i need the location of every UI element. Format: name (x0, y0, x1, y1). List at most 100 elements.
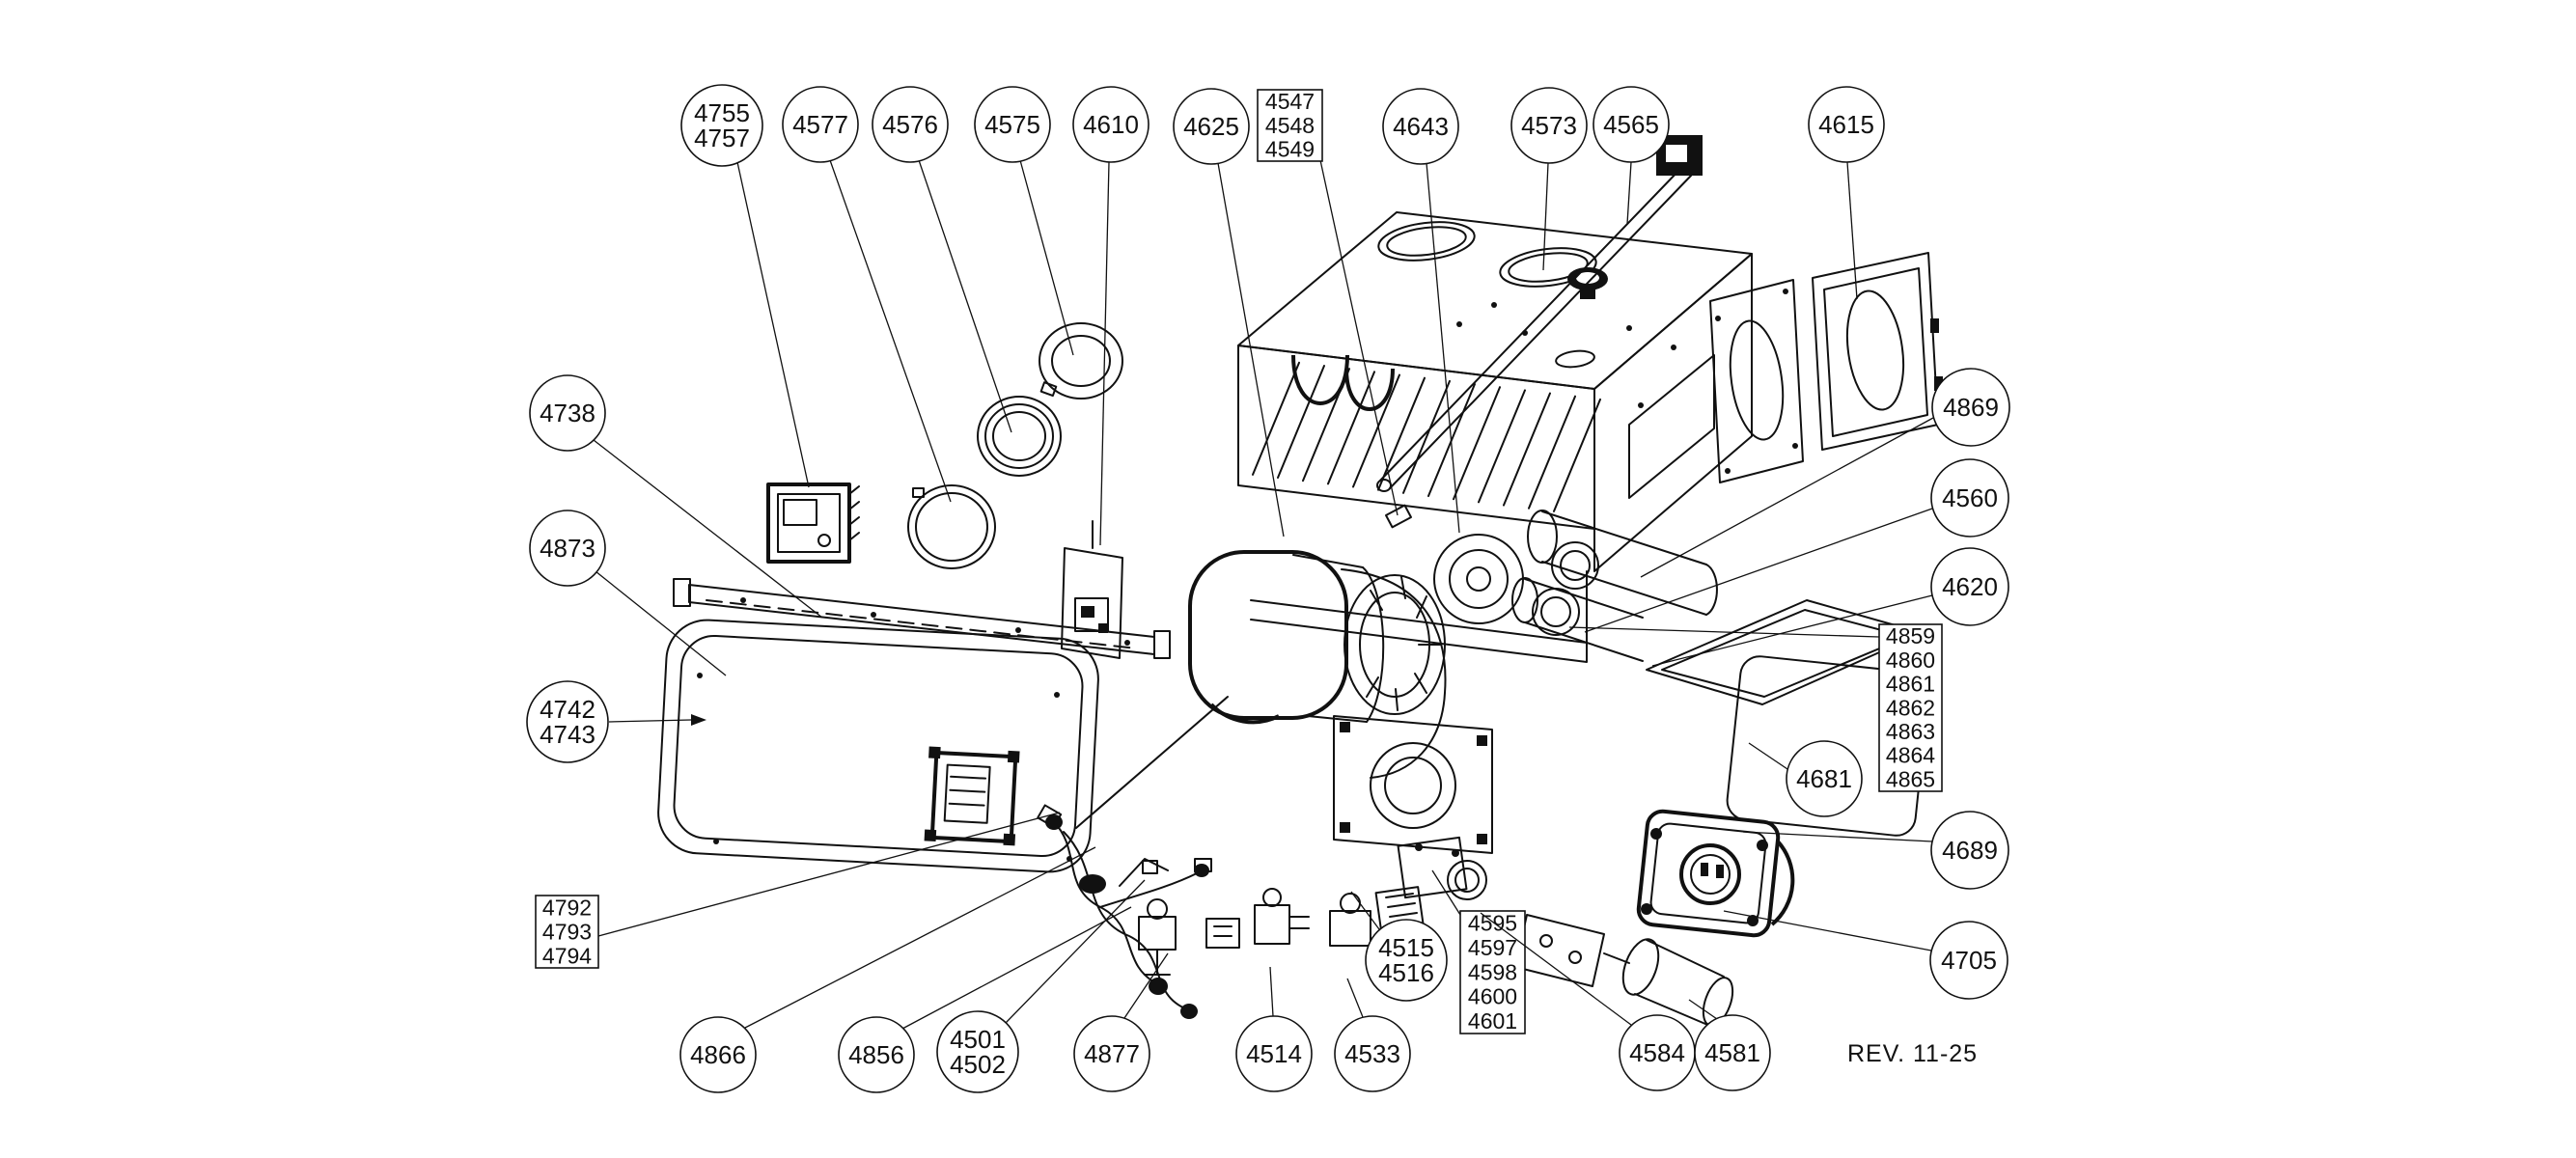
balloon-number: 4755 (694, 98, 750, 127)
balloon-circle (1173, 88, 1250, 165)
balloon-number: 4705 (1941, 946, 1997, 975)
balloon-number: 4625 (1183, 112, 1239, 141)
balloon-number: 4565 (1603, 110, 1659, 139)
blower-assembly (1333, 504, 1524, 854)
balloon-number: 4615 (1818, 110, 1874, 139)
balloon-number: 4793 (542, 919, 592, 944)
machine-artwork (657, 135, 1943, 1028)
igniter (1385, 504, 1412, 529)
balloon-number: 4859 (1886, 623, 1935, 648)
balloon-number: 4610 (1083, 110, 1139, 139)
louver-grille (1252, 361, 1601, 512)
leader-line (1688, 999, 1718, 1020)
leader-line (1568, 626, 1880, 638)
callout-4689: 4689 (1742, 811, 2009, 890)
callout-4575: 4575 (974, 86, 1074, 356)
door-arrow (691, 714, 706, 726)
balloon-number: 4548 (1265, 113, 1315, 138)
callout-4620: 4620 (1651, 547, 2009, 667)
handle-rod (1376, 135, 1703, 492)
leader-line (1651, 594, 1933, 667)
leader-line (1584, 508, 1933, 633)
door-rings (907, 322, 1123, 569)
balloon-circle (1073, 1015, 1150, 1092)
balloon-circle (1694, 1014, 1771, 1091)
balloon-circle (1382, 88, 1459, 165)
balloon-circle (782, 86, 859, 163)
balloon-circle (680, 84, 763, 167)
balloon-number: 4549 (1265, 136, 1315, 161)
leader-line (901, 906, 1132, 1030)
balloon-circle (1808, 86, 1885, 163)
balloon-circle (872, 86, 949, 163)
callout-4643: 4643 (1382, 88, 1460, 534)
balloon-circle (838, 1016, 915, 1093)
leader-line (1640, 417, 1934, 578)
balloon-circle (679, 1016, 757, 1093)
leader-line (1742, 831, 1933, 842)
balloon-number: 4502 (950, 1050, 1006, 1079)
rear-door-assembly (1709, 252, 1943, 483)
exchanger-tubes (1511, 510, 1718, 662)
balloon-number: 4560 (1942, 483, 1998, 512)
balloon-number: 4573 (1521, 111, 1577, 140)
junction-plate (1061, 520, 1123, 659)
cabinet-drawing (1237, 135, 1753, 663)
balloon-number: 4864 (1886, 743, 1935, 768)
leader-line (1217, 162, 1285, 538)
balloon-number: 4601 (1468, 1008, 1517, 1034)
front-door-assembly (657, 578, 1171, 873)
balloon-number: 4873 (540, 534, 596, 563)
callout-4573: 4573 (1510, 87, 1588, 271)
balloon-number: 4681 (1796, 764, 1852, 793)
balloon-number: 4595 (1468, 911, 1517, 936)
balloon-box (1878, 623, 1943, 792)
balloon-number: 4742 (540, 695, 596, 724)
leader-line (1542, 162, 1549, 271)
balloon-number: 4598 (1468, 959, 1517, 984)
callout-4610: 4610 (1072, 86, 1150, 546)
callout-4533: 4533 (1334, 978, 1411, 1092)
balloon-circle (1334, 1015, 1411, 1092)
leader-line (1019, 159, 1074, 356)
leader-line (829, 159, 952, 503)
callout-4615: 4615 (1808, 86, 1885, 300)
leader-line (1431, 869, 1461, 916)
balloon-number: 4581 (1704, 1038, 1760, 1067)
leader-line (1723, 910, 1932, 951)
balloon-number: 4861 (1886, 672, 1935, 697)
balloon-circle (1930, 458, 2009, 538)
balloon-number: 4865 (1886, 766, 1935, 791)
leader-line (1005, 879, 1146, 1024)
balloon-number: 4533 (1344, 1039, 1400, 1068)
callout-4565: 4565 (1593, 86, 1670, 225)
balloon-circle (1365, 919, 1448, 1002)
balloon-circle (974, 86, 1051, 163)
pump-assembly (1374, 836, 1487, 930)
combustion-drum (1188, 550, 1385, 725)
leader-line (595, 570, 727, 676)
balloon-number: 4860 (1886, 648, 1935, 673)
balloon-circle (529, 374, 606, 452)
leader-line (608, 719, 692, 723)
callout-4581: 4581 (1688, 999, 1771, 1091)
balloon-circle (1930, 811, 2009, 890)
balloon-number: 4863 (1886, 719, 1935, 744)
leader-line (1480, 912, 1632, 1026)
callout-4576: 4576 (872, 86, 1012, 433)
balloon-number: 4577 (792, 110, 848, 139)
balloon-number: 4862 (1886, 695, 1935, 720)
leader-line (1426, 162, 1460, 534)
balloon-number: 4738 (540, 399, 596, 427)
balloon-circle (1929, 921, 2008, 1000)
leader-line (1748, 742, 1788, 770)
balloon-number: 4643 (1393, 112, 1449, 141)
